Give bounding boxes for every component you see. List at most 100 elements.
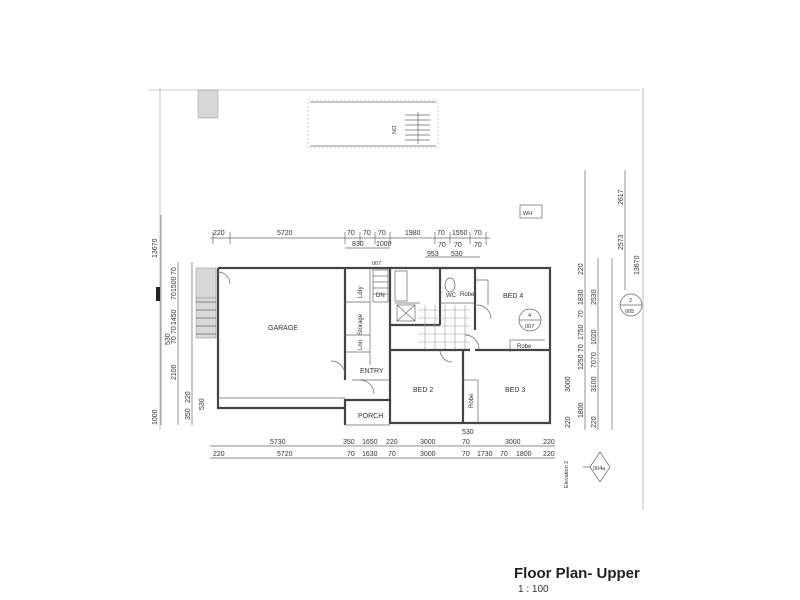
dim-right-8: 1750 bbox=[578, 324, 585, 340]
dim-bottom-b11: 220 bbox=[543, 451, 555, 458]
room-label-porch: PORCH bbox=[358, 413, 383, 420]
dim-right-11: 1250 bbox=[578, 354, 585, 370]
dim-bottom-9: 530 bbox=[462, 429, 474, 436]
dim-right-12: 70 bbox=[591, 352, 598, 360]
drawing-scale: 1 : 100 bbox=[518, 584, 549, 595]
door-ref-label: 007 bbox=[372, 261, 381, 267]
dim-bottom-b6: 3000 bbox=[420, 451, 436, 458]
dim-bottom-b10: 1800 bbox=[516, 451, 532, 458]
dim-bottom-8: 220 bbox=[543, 439, 555, 446]
dim-bottom-b2: 5720 bbox=[277, 451, 293, 458]
stair-lower-icon bbox=[405, 112, 430, 144]
section-marker-bed4: 4 007 bbox=[518, 308, 542, 332]
dim-right-5: 1830 bbox=[578, 289, 585, 305]
left-dimension-string: 13670 70 1500 70 1450 70 70 530 2100 100… bbox=[152, 215, 206, 425]
dim-top-7: 70 bbox=[437, 230, 445, 237]
dim-right-9: 1020 bbox=[591, 329, 598, 345]
top-dimension-string: 220 5720 70 70 70 1980 70 1550 70 830 10… bbox=[210, 230, 490, 258]
dim-left-8: 530 bbox=[165, 333, 172, 345]
dim-left-11: 350 bbox=[185, 408, 192, 420]
dim-right-17: 220 bbox=[565, 416, 572, 428]
dim-right-4: 220 bbox=[578, 263, 585, 275]
dim-bottom-b7: 70 bbox=[462, 451, 470, 458]
water-heater-icon bbox=[519, 204, 543, 219]
dim-top-4: 70 bbox=[363, 230, 371, 237]
dim-bottom-b4: 1630 bbox=[362, 451, 378, 458]
room-label-bed4: BED 4 bbox=[503, 293, 523, 300]
dim-left-7: 70 bbox=[171, 336, 178, 344]
dim-bottom-7: 3000 bbox=[505, 439, 521, 446]
dim-top-5: 70 bbox=[378, 230, 386, 237]
room-label-dn: DN bbox=[376, 293, 385, 299]
dim-top-1: 220 bbox=[213, 230, 225, 237]
dim-bottom-4: 220 bbox=[386, 439, 398, 446]
bottom-dimension-string: 5730 350 1650 220 3000 70 3000 220 530 2… bbox=[210, 429, 555, 459]
dim-right-6: 70 bbox=[578, 310, 585, 318]
svg-text:2: 2 bbox=[629, 298, 632, 304]
dim-left-5: 1450 bbox=[171, 309, 178, 325]
room-label-laundry: Ldry bbox=[358, 286, 364, 298]
room-label-wc: WC bbox=[446, 293, 457, 299]
dim-bottom-5: 3000 bbox=[420, 439, 436, 446]
room-label-linen: Lnn bbox=[358, 340, 364, 350]
drawing-title: Floor Plan- Upper bbox=[514, 565, 640, 582]
dim-bottom-b5: 70 bbox=[388, 451, 396, 458]
dim-left-1: 13670 bbox=[152, 238, 159, 258]
room-label-robe-bed3: Robe bbox=[517, 344, 532, 350]
dim-right-14: 3000 bbox=[565, 376, 572, 392]
dim-bottom-b8: 1730 bbox=[477, 451, 493, 458]
dim-bottom-3: 1650 bbox=[362, 439, 378, 446]
section-marker-right: 2 005 bbox=[619, 293, 643, 317]
dim-right-1: 2617 bbox=[618, 189, 625, 205]
room-label-garage: GARAGE bbox=[268, 325, 298, 332]
dim-left-3: 1500 bbox=[171, 276, 178, 292]
room-label-storage: Storage bbox=[358, 313, 364, 335]
dim-right-18: 220 bbox=[591, 416, 598, 428]
dim-top-inner-6: 953 bbox=[427, 251, 439, 258]
room-label-robe-bed2: Robe bbox=[469, 393, 475, 408]
dim-right-2: 2573 bbox=[618, 234, 625, 250]
dim-top-3: 70 bbox=[347, 230, 355, 237]
dim-right-7: 2530 bbox=[591, 289, 598, 305]
dim-left-13: 530 bbox=[199, 398, 206, 410]
dim-right-3: 13670 bbox=[634, 255, 641, 275]
svg-text:007: 007 bbox=[525, 324, 534, 330]
stair-icon bbox=[372, 269, 389, 303]
dim-bottom-b1: 220 bbox=[213, 451, 225, 458]
north-marker bbox=[156, 287, 160, 301]
room-label-bed3: BED 3 bbox=[505, 387, 525, 394]
dim-left-12: 220 bbox=[185, 391, 192, 403]
dim-bottom-1: 5730 bbox=[270, 439, 286, 446]
dim-left-6: 70 bbox=[171, 326, 178, 334]
dim-top-8: 1550 bbox=[452, 230, 468, 237]
svg-text:005: 005 bbox=[625, 309, 634, 315]
dim-bottom-b3: 70 bbox=[347, 451, 355, 458]
dn-label-top: DN bbox=[390, 126, 396, 134]
dim-bottom-6: 70 bbox=[462, 439, 470, 446]
dim-top-inner-5: 70 bbox=[474, 242, 482, 249]
dim-left-9: 2100 bbox=[171, 364, 178, 380]
dim-top-inner-4: 70 bbox=[454, 242, 462, 249]
dim-right-16: 1800 bbox=[578, 402, 585, 418]
dim-left-4: 70 bbox=[171, 292, 178, 300]
right-dimension-string: 2617 2573 13670 220 1830 70 2530 1750 10… bbox=[565, 170, 641, 430]
dim-right-13: 70 bbox=[591, 360, 598, 368]
dim-right-15: 3100 bbox=[591, 376, 598, 392]
elevation-marker: 004a Elevation 2 bbox=[564, 451, 611, 488]
dim-left-10: 1000 bbox=[152, 409, 159, 425]
svg-text:004a: 004a bbox=[593, 466, 606, 472]
room-label-bed2: BED 2 bbox=[413, 387, 433, 394]
dim-top-9: 70 bbox=[474, 230, 482, 237]
wh-label: WH bbox=[523, 211, 532, 217]
dim-left-2: 70 bbox=[171, 267, 178, 275]
building-walls bbox=[195, 266, 552, 426]
dim-bottom-b9: 70 bbox=[500, 451, 508, 458]
lower-floor-outline: DN bbox=[197, 89, 439, 149]
dim-top-2: 5720 bbox=[277, 230, 293, 237]
room-label-robe-bed4: Robe bbox=[460, 292, 475, 298]
elevation-label: Elevation 2 bbox=[564, 461, 570, 488]
dim-top-inner-7: 530 bbox=[451, 251, 463, 258]
hall-floor-tiles bbox=[418, 305, 470, 350]
dim-top-inner-3: 70 bbox=[438, 242, 446, 249]
